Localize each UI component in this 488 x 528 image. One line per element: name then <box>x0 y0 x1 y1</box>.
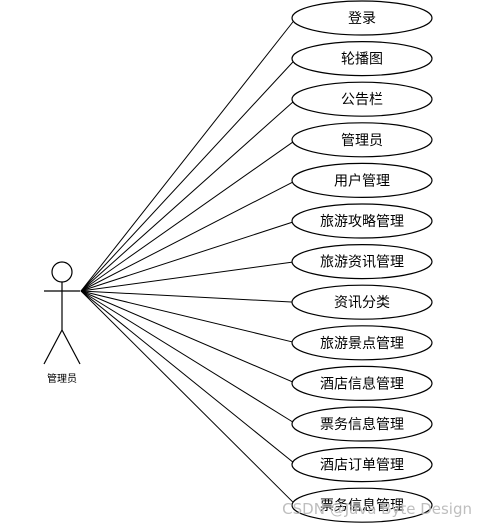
use-case-ellipse <box>291 447 433 483</box>
association-line <box>80 98 297 292</box>
watermark: CSDN @Java Byte Design <box>282 500 472 518</box>
use-case-ellipse <box>291 0 433 36</box>
use-case-label: 管理员 <box>341 133 383 149</box>
association-line <box>80 290 297 506</box>
association-line <box>80 290 297 384</box>
use-case-label: 登录 <box>348 11 376 27</box>
use-case: 旅游资讯管理 <box>291 244 433 280</box>
association-line <box>80 17 297 292</box>
use-case-ellipse <box>291 122 433 158</box>
association-line <box>80 261 297 292</box>
use-case: 旅游攻略管理 <box>291 203 433 239</box>
association-line <box>80 179 297 292</box>
use-case-label: 旅游资讯管理 <box>320 255 404 271</box>
use-case: 轮播图 <box>291 40 433 77</box>
use-case: 管理员 <box>291 122 433 158</box>
use-case-ellipse <box>291 81 433 117</box>
use-case-label: 公告栏 <box>341 92 383 108</box>
actor-admin: 管理员 <box>43 261 81 385</box>
association-line <box>80 290 297 465</box>
actor-label: 管理员 <box>47 372 77 385</box>
use-case-ellipse <box>291 325 433 361</box>
use-case-label: 资讯分类 <box>334 295 390 311</box>
use-case-label: 酒店订单管理 <box>320 458 404 474</box>
association-lines <box>80 17 297 506</box>
use-case-label: 旅游景点管理 <box>320 336 404 352</box>
use-case: 登录 <box>291 0 433 36</box>
actor-left-leg <box>43 329 63 365</box>
use-case-label: 票务信息管理 <box>320 416 404 433</box>
use-case-label: 票务信息管理 <box>320 497 404 514</box>
use-case: 票务信息管理 <box>291 406 433 442</box>
use-case-ellipse <box>291 284 433 320</box>
use-case-ellipse <box>291 406 433 442</box>
use-case-ellipse <box>291 244 433 280</box>
use-case: 酒店订单管理 <box>291 447 433 483</box>
use-case-label: 轮播图 <box>341 52 383 68</box>
association-line <box>80 58 297 292</box>
use-case-label: 旅游攻略管理 <box>320 214 404 230</box>
use-case: 票务信息管理 <box>291 487 433 523</box>
use-case-label: 酒店信息管理 <box>320 375 404 392</box>
use-case-ellipse <box>291 203 433 239</box>
association-line <box>80 290 297 344</box>
association-line <box>80 220 297 292</box>
use-case-list: 登录轮播图公告栏管理员用户管理旅游攻略管理旅游资讯管理资讯分类旅游景点管理酒店信… <box>291 0 433 523</box>
association-line <box>80 290 297 425</box>
use-case: 资讯分类 <box>291 284 433 320</box>
use-case: 酒店信息管理 <box>291 365 433 401</box>
use-case: 用户管理 <box>291 162 433 198</box>
association-line <box>80 139 297 292</box>
use-case-ellipse <box>291 365 433 401</box>
use-case-ellipse <box>291 487 433 523</box>
actor-right-leg <box>61 329 81 365</box>
use-case-ellipse <box>291 40 433 77</box>
use-case-ellipse <box>291 162 433 198</box>
use-case: 旅游景点管理 <box>291 325 433 361</box>
use-case: 公告栏 <box>291 81 433 117</box>
use-case-label: 用户管理 <box>334 172 390 189</box>
actor-head <box>51 261 73 283</box>
association-line <box>80 290 297 303</box>
